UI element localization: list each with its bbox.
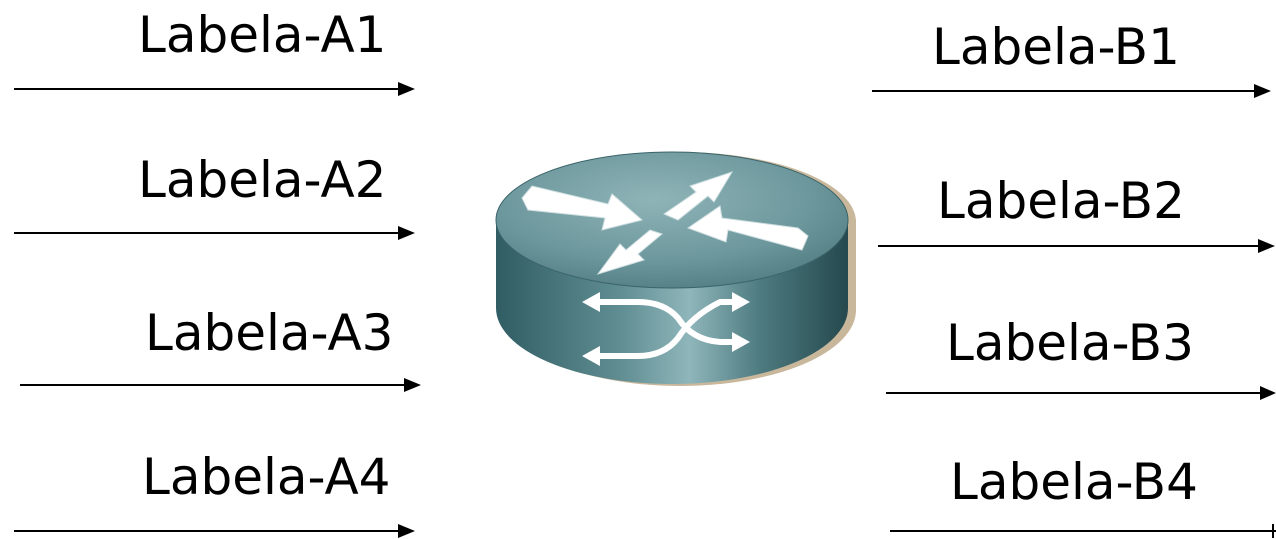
outgoing-arrow-b3 [886, 386, 1276, 400]
router-icon [495, 151, 856, 386]
outgoing-label-b2: Labela-B2 [937, 172, 1185, 230]
outgoing-arrow-b1 [872, 84, 1271, 98]
incoming-arrow-a2 [14, 226, 415, 240]
routing-arrows-icon [521, 171, 809, 275]
outgoing-arrow-b4 [890, 524, 1276, 538]
switching-arrowheads-icon [582, 292, 750, 366]
switching-arrows-icon [596, 299, 736, 359]
outgoing-label-b4: Labela-B4 [950, 453, 1198, 511]
incoming-arrow-a3 [20, 378, 421, 392]
incoming-arrow-a4 [14, 524, 415, 538]
outgoing-label-b3: Labela-B3 [946, 314, 1194, 372]
outgoing-label-b1: Labela-B1 [932, 18, 1180, 76]
outgoing-arrow-b2 [878, 239, 1275, 253]
router-body [495, 151, 849, 384]
incoming-arrow-a1 [14, 82, 415, 96]
incoming-label-a4: Labela-A4 [142, 448, 391, 506]
incoming-label-a2: Labela-A2 [138, 151, 387, 209]
incoming-label-a3: Labela-A3 [145, 304, 394, 362]
incoming-label-a1: Labela-A1 [138, 6, 387, 64]
